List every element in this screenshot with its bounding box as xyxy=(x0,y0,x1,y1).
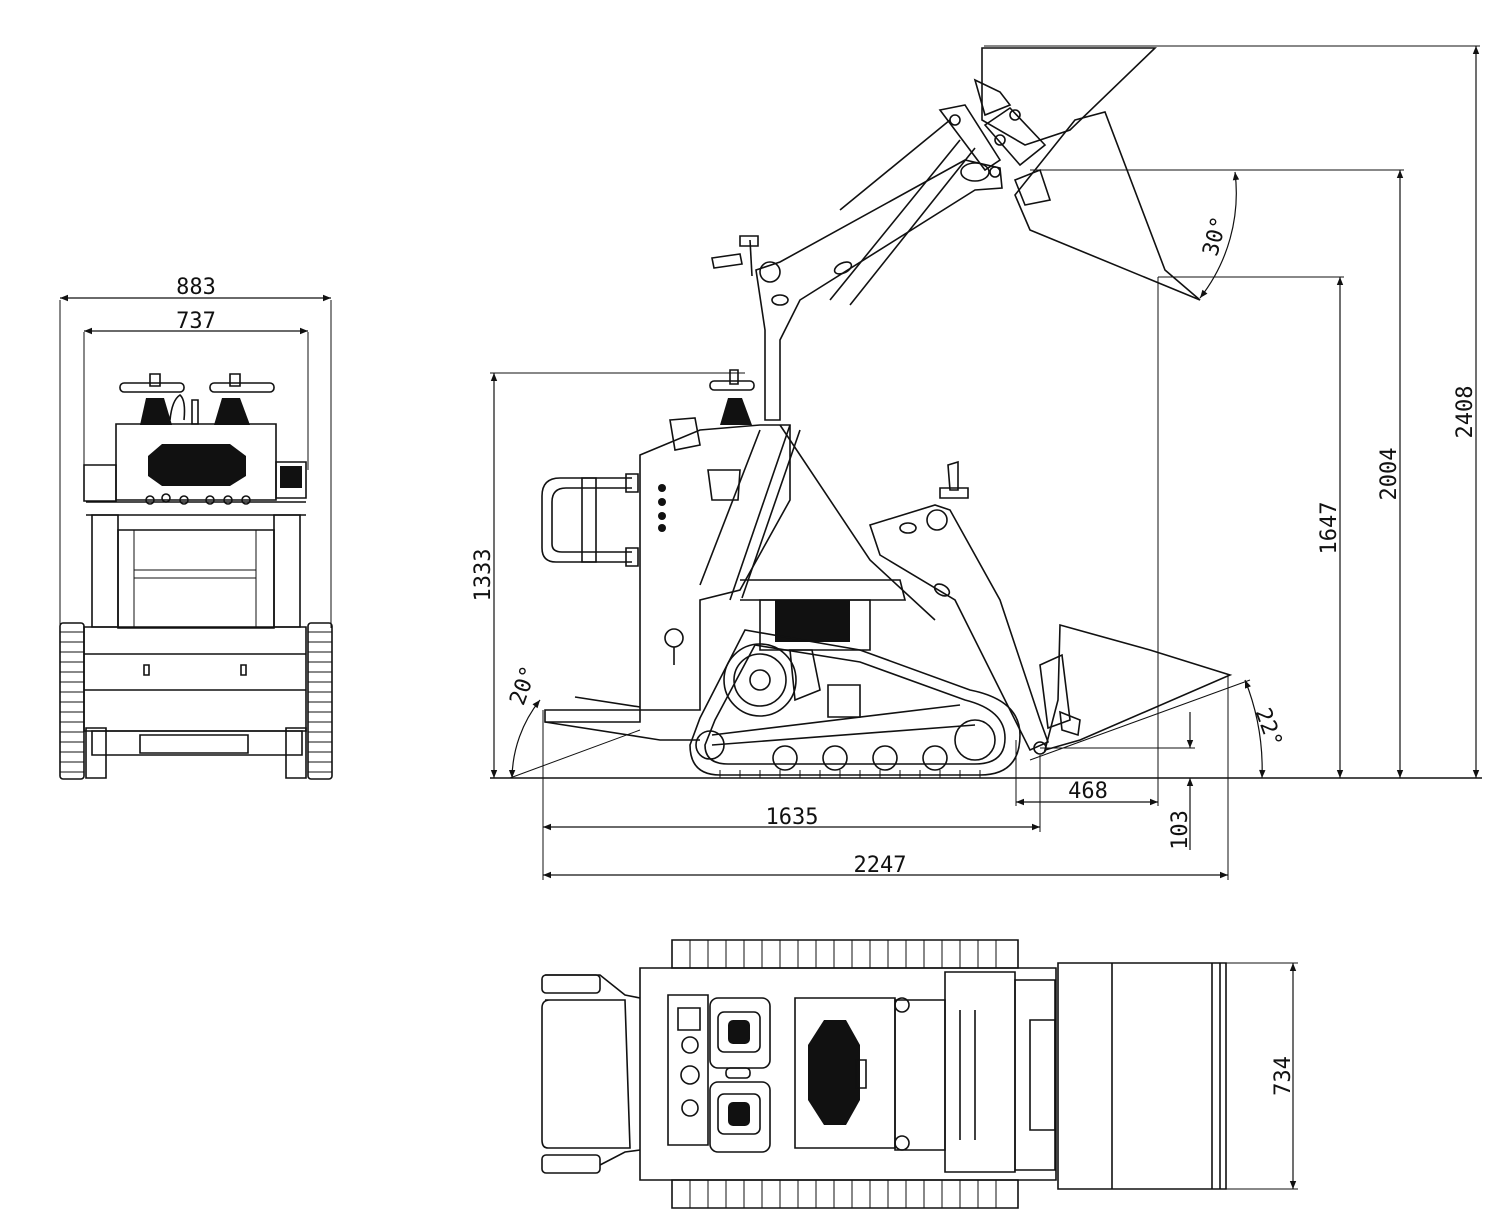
dim-front-width-tracks: 737 xyxy=(176,309,216,334)
side-cushion xyxy=(760,600,870,650)
top-track-lower xyxy=(672,1180,1018,1208)
angle-front: 22° xyxy=(1250,705,1287,751)
dim-dig-depth: 103 xyxy=(1168,810,1193,850)
top-rear-handle xyxy=(542,975,640,1173)
dim-machine-height: 1333 xyxy=(471,549,496,602)
angle-rear: 20° xyxy=(505,663,542,709)
dim-bucket-width: 734 xyxy=(1271,1056,1296,1096)
front-bucket xyxy=(84,627,306,731)
operator-platform xyxy=(542,474,700,740)
idler-front xyxy=(955,720,995,760)
loader-arm-raised xyxy=(700,105,1045,620)
front-view: 883 737 xyxy=(60,275,332,779)
top-view: 734 xyxy=(542,940,1298,1208)
dim-front-width-overall: 883 xyxy=(176,275,216,300)
dim-length-overall: 2247 xyxy=(854,853,907,878)
drive-sprocket xyxy=(724,644,796,716)
dim-length-without-bucket: 1635 xyxy=(766,805,819,830)
arc-front-angle xyxy=(1245,680,1266,778)
top-bucket xyxy=(1058,963,1226,1189)
front-track-left xyxy=(60,623,106,779)
side-view: 1333 20° xyxy=(471,46,1482,880)
arc-rear-angle xyxy=(508,700,540,778)
dim-dump-reach: 468 xyxy=(1068,779,1108,804)
side-track xyxy=(690,630,1020,778)
front-frame-right xyxy=(274,515,300,627)
top-controls xyxy=(710,998,770,1152)
front-joysticks xyxy=(120,374,274,425)
loader-arm-lowered xyxy=(740,462,1048,754)
top-seat-pad xyxy=(808,1020,860,1125)
top-track-upper xyxy=(672,940,1018,968)
angle-dump: 30° xyxy=(1199,214,1233,259)
dim-bucket-pin-height: 2004 xyxy=(1377,448,1402,501)
side-joystick xyxy=(710,370,754,425)
engine-housing xyxy=(640,418,790,710)
dim-dump-height: 1647 xyxy=(1317,502,1342,555)
top-chassis xyxy=(640,968,1056,1180)
front-seat-pad xyxy=(148,444,246,486)
idler-rear xyxy=(696,731,724,759)
bucket-lowered xyxy=(1040,625,1230,750)
bucket-raised xyxy=(975,48,1200,300)
arc-dump-angle xyxy=(1200,172,1240,298)
front-frame-left xyxy=(92,515,118,627)
dim-hinge-pin-height: 2408 xyxy=(1453,386,1478,439)
front-track-right xyxy=(286,623,332,779)
